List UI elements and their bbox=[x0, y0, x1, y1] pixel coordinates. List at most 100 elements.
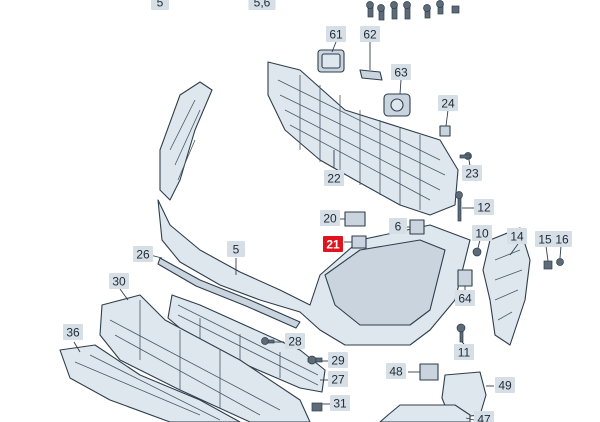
part-64 bbox=[457, 269, 473, 287]
callout: 27 bbox=[328, 371, 348, 387]
callout-highlighted: 21 bbox=[323, 236, 343, 252]
callout-box bbox=[474, 199, 494, 215]
callout-number: 5 bbox=[157, 0, 164, 10]
callout-box bbox=[328, 352, 348, 368]
callout: 64 bbox=[455, 290, 475, 306]
callout: 11 bbox=[454, 344, 474, 360]
bolts-23-12 bbox=[455, 152, 472, 222]
part-21 bbox=[351, 235, 367, 249]
callout: 26 bbox=[133, 246, 153, 262]
callout-number: 10 bbox=[475, 227, 489, 241]
bracket-20 bbox=[344, 211, 366, 227]
callout: 20 bbox=[320, 210, 340, 226]
bolt-10 bbox=[472, 247, 482, 257]
callout: 36 bbox=[63, 324, 83, 340]
callout: 63 bbox=[391, 64, 411, 80]
callout-box bbox=[455, 290, 475, 306]
callout-number: 24 bbox=[441, 97, 455, 111]
callout-number: 23 bbox=[465, 167, 479, 181]
callout: 16 bbox=[552, 231, 572, 247]
callout-box bbox=[109, 273, 129, 289]
callout-box bbox=[133, 246, 153, 262]
bracket-clip bbox=[359, 69, 383, 81]
callout-box bbox=[360, 26, 380, 42]
callout-box bbox=[323, 236, 343, 252]
callout-number: 30 bbox=[112, 275, 126, 289]
callout-number: 47 bbox=[477, 413, 491, 422]
callout-box bbox=[462, 165, 482, 181]
bolt-11 bbox=[456, 323, 466, 343]
grille-frame bbox=[267, 61, 459, 216]
sensor-module bbox=[317, 49, 345, 73]
callout-box bbox=[535, 231, 555, 247]
callout: 5,6 bbox=[248, 0, 276, 10]
callout-box bbox=[285, 333, 305, 349]
callout-number: 31 bbox=[333, 397, 347, 411]
callout-number: 21 bbox=[326, 238, 340, 252]
callout-number: 26 bbox=[136, 248, 150, 262]
callout-box bbox=[454, 344, 474, 360]
callout-box bbox=[248, 0, 276, 10]
callout-box bbox=[474, 411, 494, 422]
callout-box bbox=[227, 241, 245, 257]
callout-box bbox=[507, 228, 527, 244]
callout-number: 29 bbox=[331, 354, 345, 368]
callout: 28 bbox=[285, 333, 305, 349]
clip-6 bbox=[409, 219, 425, 235]
callout-box bbox=[326, 26, 346, 42]
callout: 49 bbox=[495, 377, 515, 393]
callout-number: 48 bbox=[389, 365, 403, 379]
callout: 23 bbox=[462, 165, 482, 181]
callout-number: 27 bbox=[331, 373, 345, 387]
callout-box bbox=[472, 225, 492, 241]
callout-box bbox=[330, 395, 350, 411]
callout-number: 62 bbox=[363, 28, 377, 42]
callout-box bbox=[320, 210, 340, 226]
clip-15 bbox=[543, 260, 553, 270]
callout-number: 16 bbox=[555, 233, 569, 247]
callout-box bbox=[552, 231, 572, 247]
callout: 30 bbox=[109, 273, 129, 289]
top-fasteners bbox=[366, 0, 460, 21]
callout: 5 bbox=[151, 0, 169, 10]
callout-number: 15 bbox=[538, 233, 552, 247]
callout-number: 36 bbox=[66, 326, 80, 340]
callout-number: 63 bbox=[394, 66, 408, 80]
lower-bracket-47 bbox=[379, 404, 471, 422]
callout: 14 bbox=[507, 228, 527, 244]
callout-number: 5 bbox=[233, 243, 240, 257]
callout: 31 bbox=[330, 395, 350, 411]
bolt-16 bbox=[556, 258, 564, 266]
callout-number: 14 bbox=[510, 230, 524, 244]
bumper-grille-opening bbox=[324, 239, 446, 326]
callout-number: 6 bbox=[395, 220, 402, 234]
callout-number: 11 bbox=[458, 346, 471, 360]
callout: 24 bbox=[438, 95, 458, 111]
callout-number: 61 bbox=[329, 28, 343, 42]
callout-number: 22 bbox=[327, 172, 341, 186]
callout: 61 bbox=[326, 26, 346, 42]
callout: 5 bbox=[227, 241, 245, 257]
callout: 10 bbox=[472, 225, 492, 241]
trim-strip bbox=[157, 257, 301, 329]
callout-box bbox=[386, 363, 406, 379]
callout-box bbox=[63, 324, 83, 340]
callout-box bbox=[389, 218, 407, 234]
callout: 29 bbox=[328, 352, 348, 368]
callout-box bbox=[391, 64, 411, 80]
callout-box bbox=[438, 95, 458, 111]
radar-module bbox=[383, 93, 411, 117]
fasteners-lower bbox=[261, 337, 323, 412]
callout: 22 bbox=[324, 170, 344, 186]
callout-number: 20 bbox=[323, 212, 337, 226]
callout-box bbox=[495, 377, 515, 393]
callout: 62 bbox=[360, 26, 380, 42]
callout: 15 bbox=[535, 231, 555, 247]
callout-box bbox=[151, 0, 169, 10]
callout-number: 12 bbox=[477, 201, 491, 215]
lower-cover bbox=[59, 344, 241, 422]
callout-number: 64 bbox=[458, 292, 472, 306]
